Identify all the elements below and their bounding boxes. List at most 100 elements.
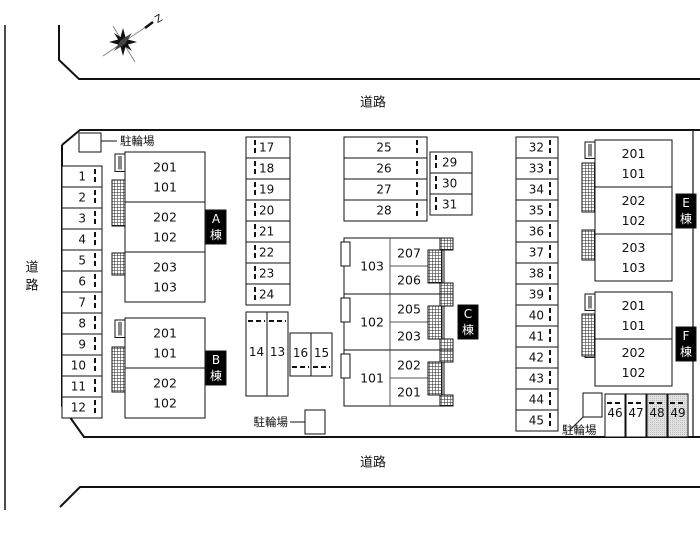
unit-number-upper: 202 xyxy=(397,358,421,373)
parking-space: 42 xyxy=(515,346,559,369)
parking-space-number: 47 xyxy=(628,406,643,420)
parking-space-outline xyxy=(266,311,289,397)
unit-number-upper: 201 xyxy=(622,298,646,313)
bicycle-parking-box xyxy=(78,132,102,153)
unit-number-upper: 201 xyxy=(153,326,177,341)
building-tag-suffix: 棟 xyxy=(210,227,222,242)
parking-space: 19 xyxy=(245,178,291,201)
parking-space: 24 xyxy=(245,283,291,306)
parking-space: 38 xyxy=(515,262,559,285)
balcony-hatch xyxy=(427,249,443,284)
parking-space-outline xyxy=(646,393,668,438)
parking-space-outline xyxy=(310,332,333,377)
building-tag-bg xyxy=(675,326,697,362)
parking-space: 12 xyxy=(61,396,103,419)
parking-space: 37 xyxy=(515,241,559,264)
unit-number-upper: 203 xyxy=(622,240,646,255)
building-tag: B棟 xyxy=(205,350,227,386)
parking-space-number: 28 xyxy=(376,204,391,218)
building-tag: F棟 xyxy=(675,326,697,362)
building-tag-bg xyxy=(457,304,479,340)
parking-space: 16 xyxy=(289,332,312,377)
balcony-hatch xyxy=(581,229,596,261)
parking-space: 4 xyxy=(61,228,103,251)
parking-space-number: 45 xyxy=(529,414,544,428)
parking-space-number: 32 xyxy=(529,141,544,155)
parking-space-outline xyxy=(61,396,103,419)
parking-space: 27 xyxy=(343,178,428,201)
parking-space-outline xyxy=(343,199,428,222)
parking-space-outline xyxy=(515,409,559,432)
parking-space: 46 xyxy=(604,393,626,438)
balcony-hatch xyxy=(581,313,596,357)
balcony-hatch xyxy=(439,349,454,363)
unit-number-upper: 203 xyxy=(153,260,177,275)
balcony-hatch xyxy=(439,282,454,295)
parking-space: 5 xyxy=(61,249,103,272)
building-tag: E棟 xyxy=(675,193,697,229)
parking-space: 30 xyxy=(429,172,473,195)
unit-number-upper: 203 xyxy=(397,329,421,344)
parking-space-number: 26 xyxy=(376,162,391,176)
building-tag-suffix: 棟 xyxy=(680,211,692,226)
balcony-hatch xyxy=(427,305,443,340)
parking-space-number: 34 xyxy=(529,183,544,197)
entrance-shade xyxy=(588,144,592,157)
parking-space-number: 6 xyxy=(78,275,86,289)
unit-number-lower: 102 xyxy=(153,230,177,245)
parking-space: 18 xyxy=(245,157,291,180)
bicycle-parking-label: 駐輪場 xyxy=(254,415,289,429)
parking-space: 15 xyxy=(310,332,333,377)
parking-space-number: 3 xyxy=(78,212,86,226)
building-tag-letter: B xyxy=(212,353,220,367)
parking-space: 44 xyxy=(515,388,559,411)
unit-number-upper: 201 xyxy=(153,160,177,175)
unit-number-upper: 206 xyxy=(397,273,421,288)
building-tag-bg xyxy=(205,209,227,245)
parking-space: 2 xyxy=(61,186,103,209)
bicycle-parking-bottom-right: 駐輪場 xyxy=(562,392,603,437)
unit-number-upper: 202 xyxy=(622,193,646,208)
parking-space-number: 49 xyxy=(670,406,685,420)
parking-space: 40 xyxy=(515,304,559,327)
road-label-left-char: 道 xyxy=(25,261,38,276)
unit-number-lower: 101 xyxy=(153,180,177,195)
bicycle-parking-box xyxy=(582,392,603,418)
entrance-block xyxy=(340,241,351,267)
unit-outline xyxy=(594,338,673,387)
balcony-hatch xyxy=(439,293,454,307)
parking-space-number: 11 xyxy=(71,380,86,394)
parking-space: 20 xyxy=(245,199,291,222)
parking-space-number: 17 xyxy=(259,141,274,155)
building-tag-letter: F xyxy=(683,329,690,343)
parking-space: 29 xyxy=(429,151,473,174)
parking-space-number: 9 xyxy=(78,338,86,352)
unit-number-upper: 205 xyxy=(397,302,421,317)
parking-space-number: 41 xyxy=(529,330,544,344)
parking-space: 3 xyxy=(61,207,103,230)
parking-space-number: 4 xyxy=(78,233,86,247)
parking-space: 35 xyxy=(515,199,559,222)
balcony-hatch xyxy=(439,338,454,351)
parking-space: 1 xyxy=(61,165,103,188)
parking-space-number: 35 xyxy=(529,204,544,218)
parking-space: 11 xyxy=(61,375,103,398)
unit-number-upper: 201 xyxy=(622,146,646,161)
balcony-hatch xyxy=(111,346,126,393)
unit-outline xyxy=(594,233,673,282)
building-tag-letter: E xyxy=(682,196,690,210)
balcony-hatch xyxy=(111,252,126,276)
